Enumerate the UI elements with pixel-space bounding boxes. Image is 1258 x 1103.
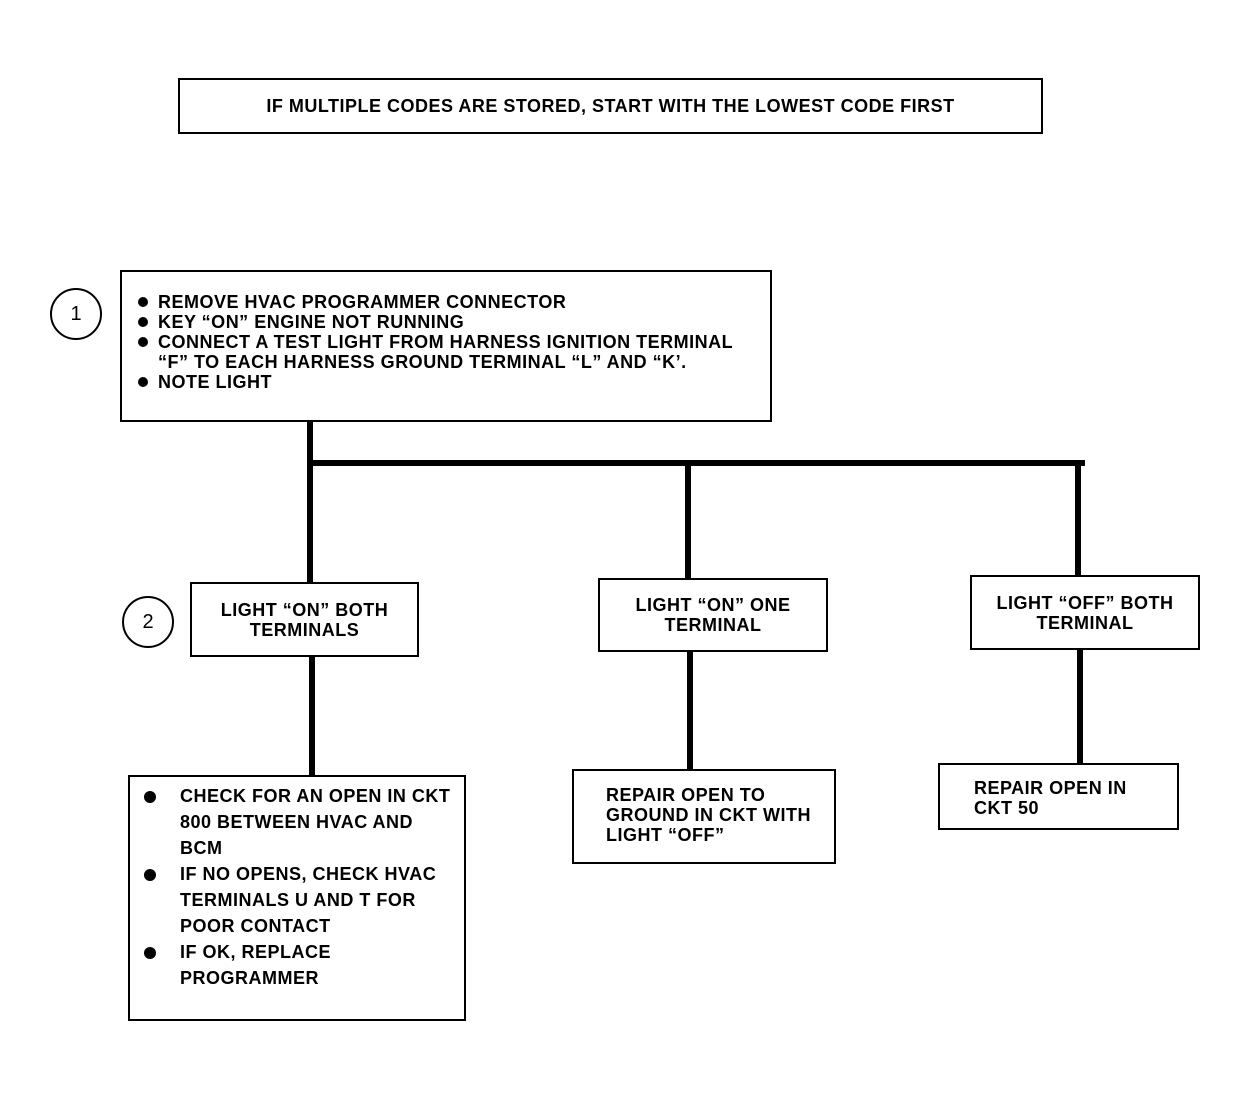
step1-bullet: CONNECT A TEST LIGHT FROM HARNESS IGNITI… xyxy=(134,332,758,372)
action-box-middle: REPAIR OPEN TO GROUND IN CKT WITH LIGHT … xyxy=(572,769,836,864)
result-right-label: LIGHT “OFF” BOTH TERMINAL xyxy=(996,592,1174,633)
connector-horizontal-bus xyxy=(307,460,1085,466)
step-1-number: 1 xyxy=(70,302,82,325)
header-note-box: IF MULTIPLE CODES ARE STORED, START WITH… xyxy=(178,78,1043,134)
result-box-left: LIGHT “ON” BOTH TERMINALS xyxy=(190,582,419,657)
result-middle-label: LIGHT “ON” ONE TERMINAL xyxy=(635,595,791,635)
action-left-bullet: CHECK FOR AN OPEN IN CKT 800 BETWEEN HVA… xyxy=(130,783,454,861)
connector-to-result-middle xyxy=(685,460,691,578)
connector-result-middle-down xyxy=(687,651,693,770)
step1-bullet: REMOVE HVAC PROGRAMMER CONNECTOR xyxy=(134,292,758,312)
step-1-marker: 1 xyxy=(50,288,102,340)
result-left-label: LIGHT “ON” BOTH TERMINALS xyxy=(220,599,389,640)
step1-bullet: NOTE LIGHT xyxy=(134,372,758,392)
connector-result-left-down xyxy=(309,656,315,776)
connector-result-right-down xyxy=(1077,648,1083,764)
result-box-right: LIGHT “OFF” BOTH TERMINAL xyxy=(970,575,1200,650)
step1-instructions-box: REMOVE HVAC PROGRAMMER CONNECTOR KEY “ON… xyxy=(120,270,772,422)
action-left-bullet-list: CHECK FOR AN OPEN IN CKT 800 BETWEEN HVA… xyxy=(130,783,454,991)
connector-step1-down xyxy=(307,422,313,466)
action-box-left: CHECK FOR AN OPEN IN CKT 800 BETWEEN HVA… xyxy=(128,775,466,1021)
action-middle-text: REPAIR OPEN TO GROUND IN CKT WITH LIGHT … xyxy=(606,785,811,845)
header-note-text: IF MULTIPLE CODES ARE STORED, START WITH… xyxy=(266,96,955,116)
step-2-number: 2 xyxy=(142,610,154,633)
step1-bullet-list: REMOVE HVAC PROGRAMMER CONNECTOR KEY “ON… xyxy=(134,292,758,392)
connector-to-result-right xyxy=(1075,460,1081,576)
result-box-middle: LIGHT “ON” ONE TERMINAL xyxy=(598,578,828,652)
action-left-bullet: IF OK, REPLACE PROGRAMMER xyxy=(130,939,454,991)
connector-to-result-left xyxy=(307,460,313,582)
action-left-bullet: IF NO OPENS, CHECK HVAC TERMINALS U AND … xyxy=(130,861,454,939)
step-2-marker: 2 xyxy=(122,596,174,648)
action-right-text: REPAIR OPEN IN CKT 50 xyxy=(974,778,1127,818)
action-box-right: REPAIR OPEN IN CKT 50 xyxy=(938,763,1179,830)
step1-bullet: KEY “ON” ENGINE NOT RUNNING xyxy=(134,312,758,332)
